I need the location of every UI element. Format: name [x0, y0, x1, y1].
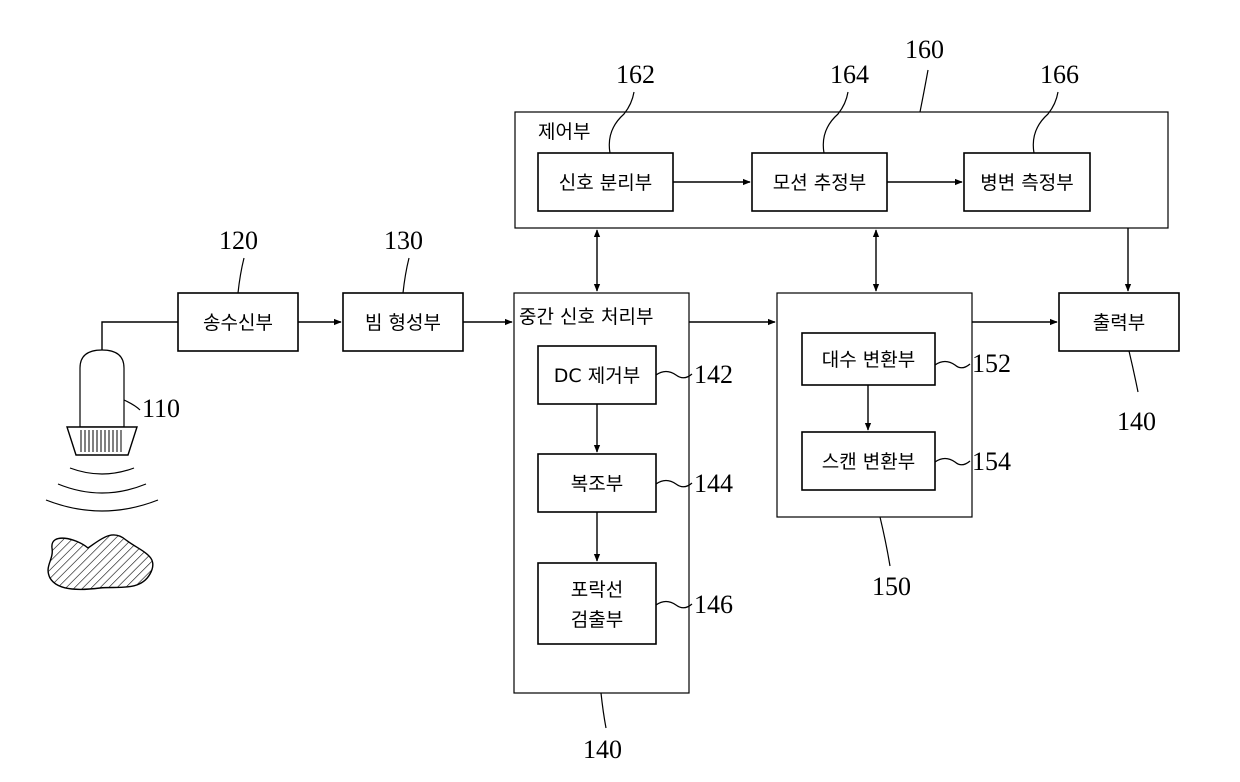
tissue-target	[48, 535, 153, 589]
ultrasound-wave-2	[58, 484, 146, 493]
ref-164-leader	[823, 92, 848, 153]
ref-166: 166	[1040, 60, 1079, 89]
control-unit-label: 제어부	[538, 121, 590, 143]
ref-164: 164	[830, 60, 869, 89]
envelope-detector-label-line1: 포락선	[571, 579, 623, 601]
ref-120: 120	[219, 226, 258, 255]
ref-120-leader	[238, 258, 244, 293]
ref-154-leader	[935, 459, 970, 465]
ref-146-leader	[656, 602, 692, 608]
ref-110-leader	[124, 400, 140, 410]
signal-separator-label: 신호 분리부	[559, 172, 652, 194]
ref-140-intermediate: 140	[583, 735, 622, 764]
ref-160: 160	[905, 35, 944, 64]
ref-140-output: 140	[1117, 407, 1156, 436]
ref-142: 142	[694, 360, 733, 389]
ref-140-output-leader	[1129, 351, 1138, 392]
ref-130-leader	[403, 258, 409, 293]
envelope-detector-block	[538, 563, 656, 644]
ref-110: 110	[142, 394, 180, 423]
ref-150-leader	[880, 517, 890, 566]
lesion-measurer-label: 병변 측정부	[980, 172, 1073, 194]
dc-remover-label: DC 제거부	[554, 365, 640, 387]
output-label: 출력부	[1093, 312, 1145, 334]
ref-142-leader	[656, 372, 692, 378]
ref-154: 154	[972, 447, 1011, 476]
ref-152-leader	[935, 362, 970, 368]
envelope-detector-label-line2: 검출부	[571, 609, 623, 631]
ref-144-leader	[656, 481, 692, 487]
transceiver-label: 송수신부	[203, 312, 273, 334]
demodulator-label: 복조부	[571, 473, 623, 495]
probe-transducer-stripes	[80, 430, 124, 452]
ref-162-leader	[609, 92, 634, 153]
ref-130: 130	[384, 226, 423, 255]
probe-body	[80, 350, 124, 427]
cable-probe-to-transceiver	[102, 322, 178, 350]
ref-166-leader	[1033, 92, 1058, 153]
ref-140-bottom-leader	[601, 693, 606, 728]
motion-estimator-label: 모션 추정부	[773, 172, 866, 194]
ref-160-leader	[920, 70, 928, 112]
ref-146: 146	[694, 590, 733, 619]
ref-162: 162	[616, 60, 655, 89]
ref-150: 150	[872, 572, 911, 601]
ultrasound-wave-3	[46, 500, 158, 511]
ref-144: 144	[694, 469, 733, 498]
beamformer-label: 빔 형성부	[365, 312, 441, 334]
scan-converter-label: 스캔 변환부	[822, 451, 915, 473]
log-converter-label: 대수 변환부	[822, 349, 915, 371]
ultrasound-wave-1	[70, 468, 134, 474]
intermediate-processor-label: 중간 신호 처리부	[519, 306, 653, 328]
ref-152: 152	[972, 349, 1011, 378]
